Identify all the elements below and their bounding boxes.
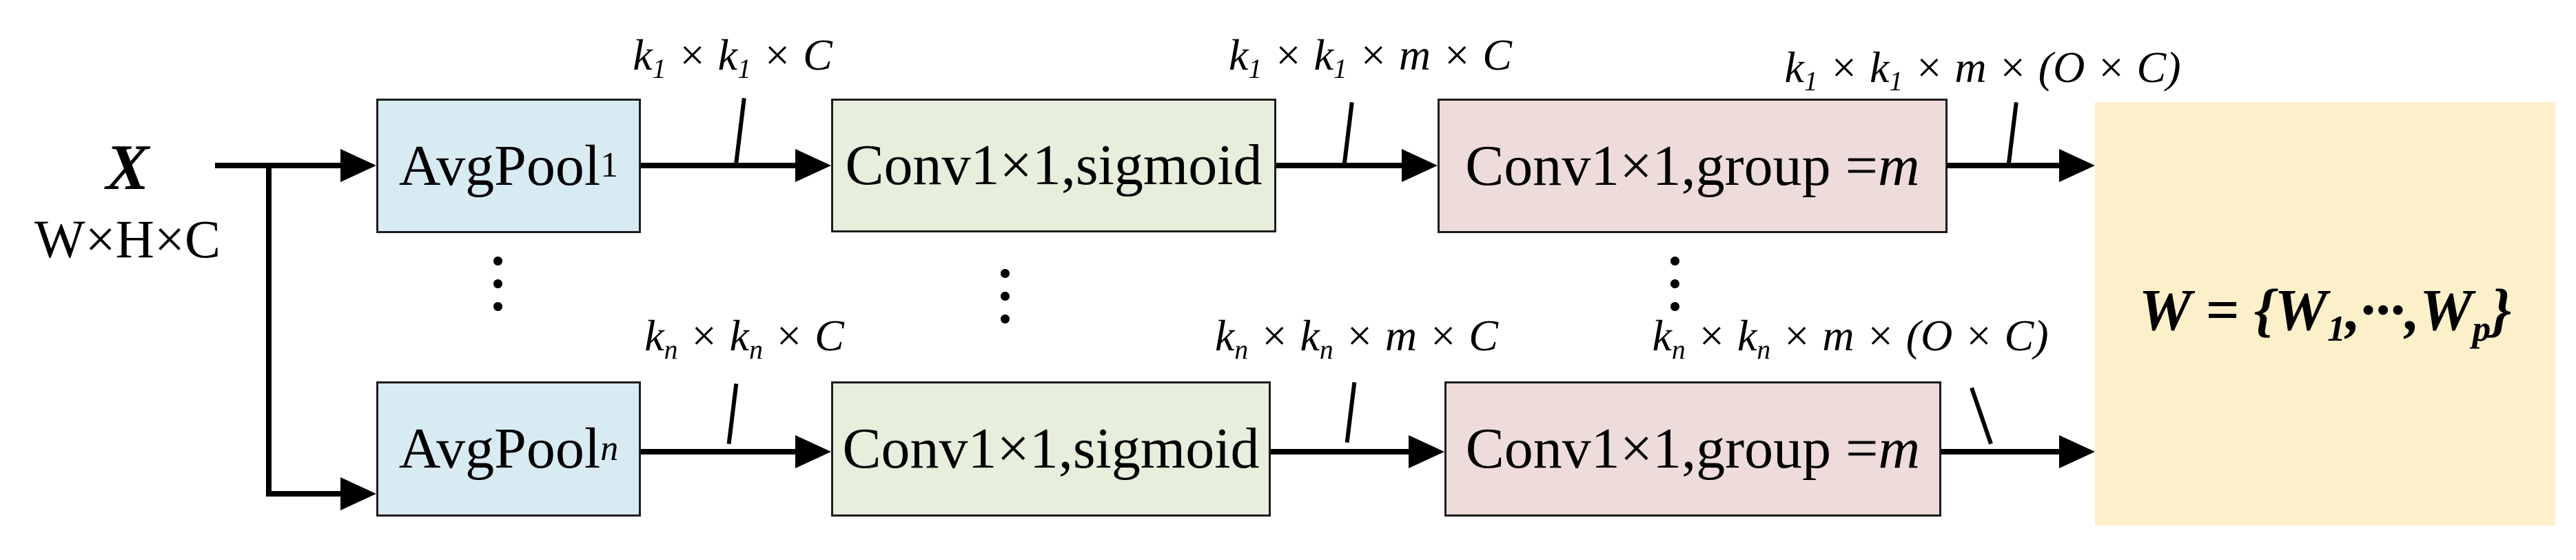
box-conv-group-1: Conv1×1,group = m xyxy=(1438,99,1948,233)
edge-label-r2-group: kn × kn × m × (O × C) xyxy=(1652,311,2049,365)
branch-arrow-line xyxy=(266,491,340,497)
arrow-convn-to-groupn xyxy=(1271,449,1410,454)
output-formula: W = {W1,···,Wp} xyxy=(2138,277,2512,350)
dimension-tick-icon xyxy=(1345,381,1357,443)
edge-label-r2-pool: kn × kn × C xyxy=(644,311,844,365)
vertical-ellipsis-icon xyxy=(1670,257,1679,311)
dimension-tick-icon xyxy=(1342,101,1354,168)
input-arrow-line xyxy=(215,163,342,168)
arrowhead-icon xyxy=(340,149,376,182)
box-output-weights: W = {W1,···,Wp} xyxy=(2095,102,2555,526)
box-conv-sigmoid-1: Conv1×1,sigmoid xyxy=(831,99,1276,232)
arrowhead-icon xyxy=(2059,149,2095,182)
arrowhead-icon xyxy=(2059,435,2095,468)
dimension-tick-icon xyxy=(1970,387,1993,445)
input-symbol: X xyxy=(105,132,150,203)
arrowhead-icon xyxy=(795,149,831,182)
arrow-pooln-to-convn xyxy=(641,449,797,454)
arrowhead-icon xyxy=(1409,435,1444,468)
arrow-conv1-to-group1 xyxy=(1276,163,1403,168)
vertical-ellipsis-icon xyxy=(1001,269,1010,323)
dimension-tick-icon xyxy=(734,97,746,164)
edge-label-r1-group: k1 × k1 × m × (O × C) xyxy=(1784,43,2181,97)
input-dims: W×H×C xyxy=(34,209,221,269)
box-conv-sigmoid-n: Conv1×1,sigmoid xyxy=(831,381,1271,517)
arrow-groupn-to-output xyxy=(1941,449,2061,454)
arrowhead-icon xyxy=(1402,149,1438,182)
dimension-tick-icon xyxy=(726,383,739,445)
arrow-group1-to-output xyxy=(1948,163,2061,168)
arrowhead-icon xyxy=(340,477,376,510)
arrowhead-icon xyxy=(795,435,831,468)
edge-label-r1-pool: k1 × k1 × C xyxy=(633,30,832,84)
vertical-ellipsis-icon xyxy=(493,257,502,311)
edge-label-r2-conv: kn × kn × m × C xyxy=(1215,311,1498,365)
box-conv-group-n: Conv1×1,group = m xyxy=(1444,381,1941,517)
dimension-tick-icon xyxy=(2006,101,2018,168)
edge-label-r1-conv: k1 × k1 × m × C xyxy=(1229,30,1512,84)
branch-vertical-line xyxy=(266,163,272,497)
arrow-pool1-to-conv1 xyxy=(641,163,797,168)
